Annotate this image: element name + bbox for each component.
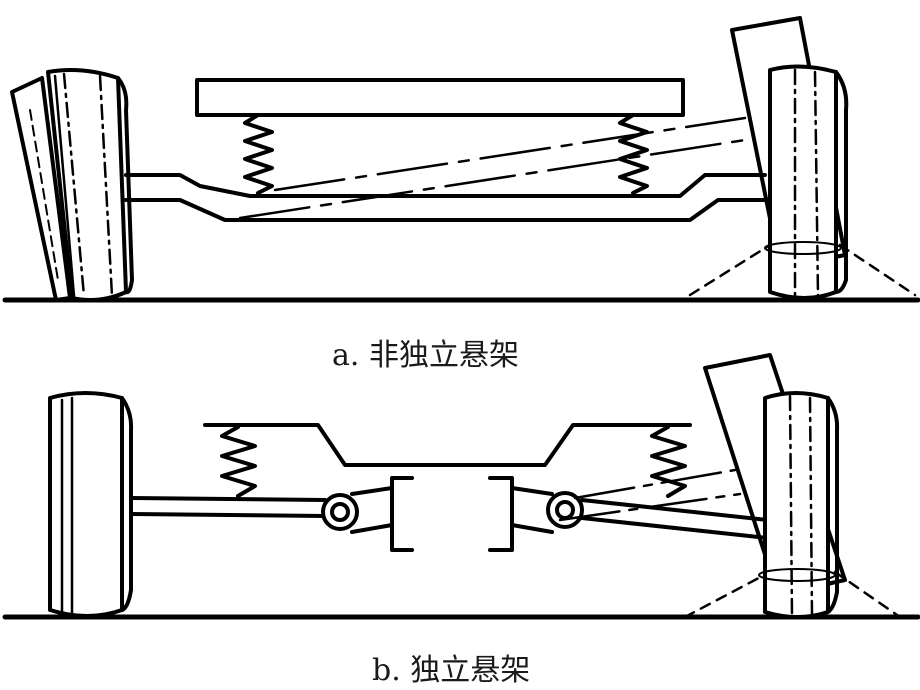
tilt-reference-lines-b	[558, 468, 902, 619]
right-wheel-b	[703, 353, 847, 619]
diagram-b	[2, 353, 920, 620]
right-pivot-joint	[546, 491, 584, 529]
vehicle-body-a	[195, 78, 685, 117]
left-wheel-b	[48, 391, 134, 618]
left-pivot-joint	[321, 493, 359, 531]
vehicle-body-b	[203, 423, 692, 467]
caption-non-independent-suspension: a. 非独立悬架	[332, 338, 519, 373]
left-wheel-a	[10, 68, 134, 302]
differential-housing	[350, 476, 554, 552]
tilt-reference-lines-a	[238, 116, 917, 297]
right-spring-b	[650, 425, 687, 498]
right-spring-a	[618, 113, 649, 195]
left-half-axle	[129, 496, 327, 518]
right-half-axle	[580, 498, 770, 540]
left-spring-b	[220, 425, 257, 498]
rigid-axle	[124, 173, 767, 222]
caption-independent-suspension: b. 独立悬架	[372, 653, 531, 688]
right-wheel-a	[730, 16, 849, 300]
left-spring-a	[243, 113, 274, 195]
diagram-a	[2, 16, 920, 303]
